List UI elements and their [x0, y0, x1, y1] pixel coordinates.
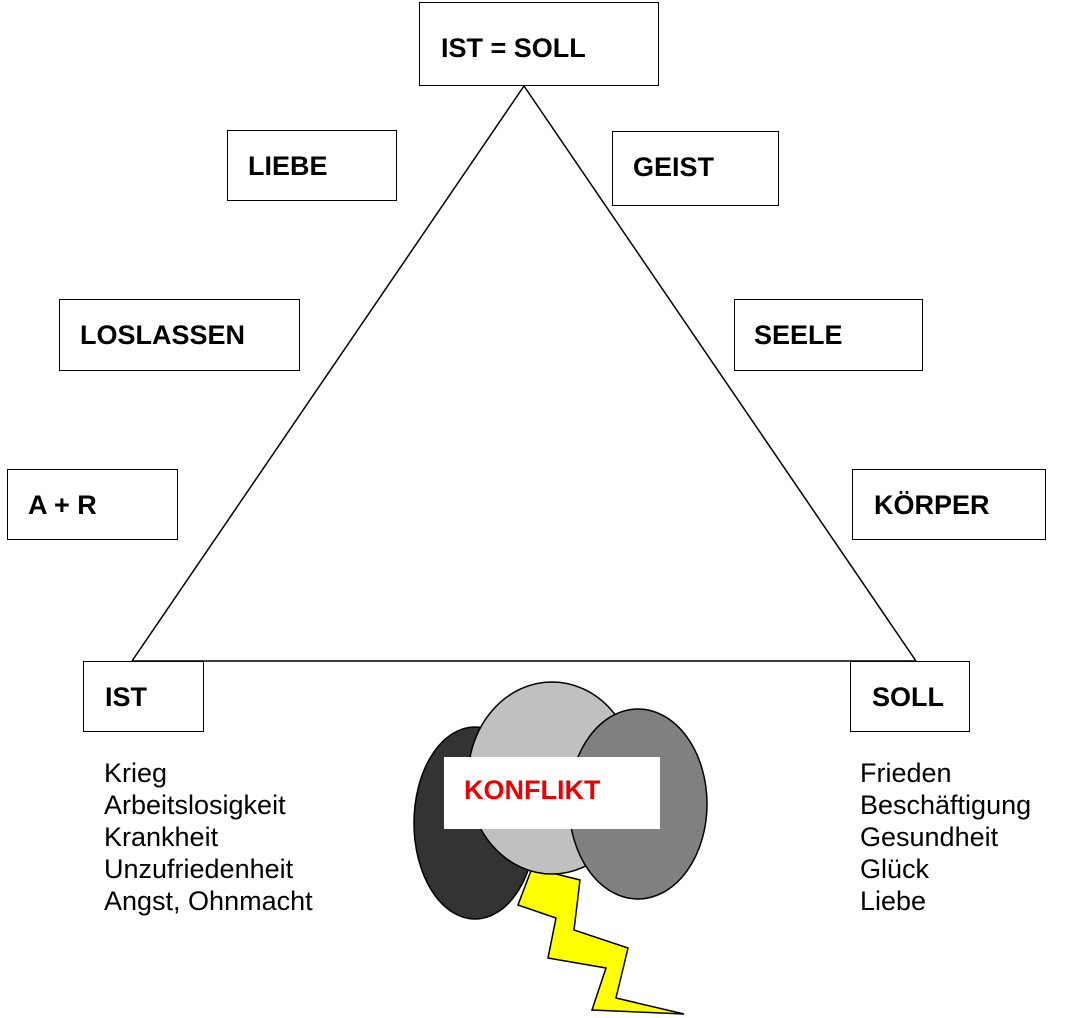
- soll-list: Frieden Beschäftigung Gesundheit Glück L…: [860, 757, 1031, 917]
- label-soll: SOLL: [872, 682, 944, 712]
- soll-item: Liebe: [860, 886, 927, 916]
- label-seele: SEELE: [754, 320, 843, 350]
- lightning-bolt-icon: [517, 867, 685, 1015]
- triangle-left-edge: [131, 85, 525, 662]
- label-a-plus-r: A + R: [28, 490, 97, 520]
- soll-item: Frieden: [860, 758, 952, 788]
- conflict-label-box: KONFLIKT: [444, 757, 660, 829]
- label-koerper: KÖRPER: [874, 490, 990, 520]
- box-liebe: LIEBE: [227, 130, 397, 201]
- ist-item: Arbeitslosigkeit: [104, 790, 286, 820]
- box-ist: IST: [83, 661, 204, 732]
- box-geist: GEIST: [612, 131, 779, 206]
- label-liebe: LIEBE: [248, 151, 328, 181]
- label-geist: GEIST: [633, 152, 715, 182]
- apex-box: IST = SOLL: [419, 2, 659, 86]
- ist-item: Unzufriedenheit: [104, 854, 294, 884]
- box-koerper: KÖRPER: [852, 469, 1046, 540]
- ist-item: Krankheit: [104, 822, 219, 852]
- box-a-plus-r: A + R: [7, 469, 178, 540]
- box-loslassen: LOSLASSEN: [59, 299, 300, 371]
- apex-label: IST = SOLL: [441, 33, 586, 63]
- label-loslassen: LOSLASSEN: [80, 320, 246, 350]
- triangle-right-edge: [523, 85, 917, 662]
- ist-item: Krieg: [104, 758, 168, 788]
- box-soll: SOLL: [850, 661, 970, 732]
- ist-item: Angst, Ohnmacht: [104, 886, 313, 916]
- box-seele: SEELE: [734, 299, 923, 371]
- soll-item: Glück: [860, 854, 930, 884]
- conflict-label: KONFLIKT: [464, 775, 601, 805]
- soll-item: Beschäftigung: [860, 790, 1032, 820]
- label-ist: IST: [105, 682, 148, 712]
- soll-item: Gesundheit: [860, 822, 999, 852]
- ist-list: Krieg Arbeitslosigkeit Krankheit Unzufri…: [104, 757, 313, 917]
